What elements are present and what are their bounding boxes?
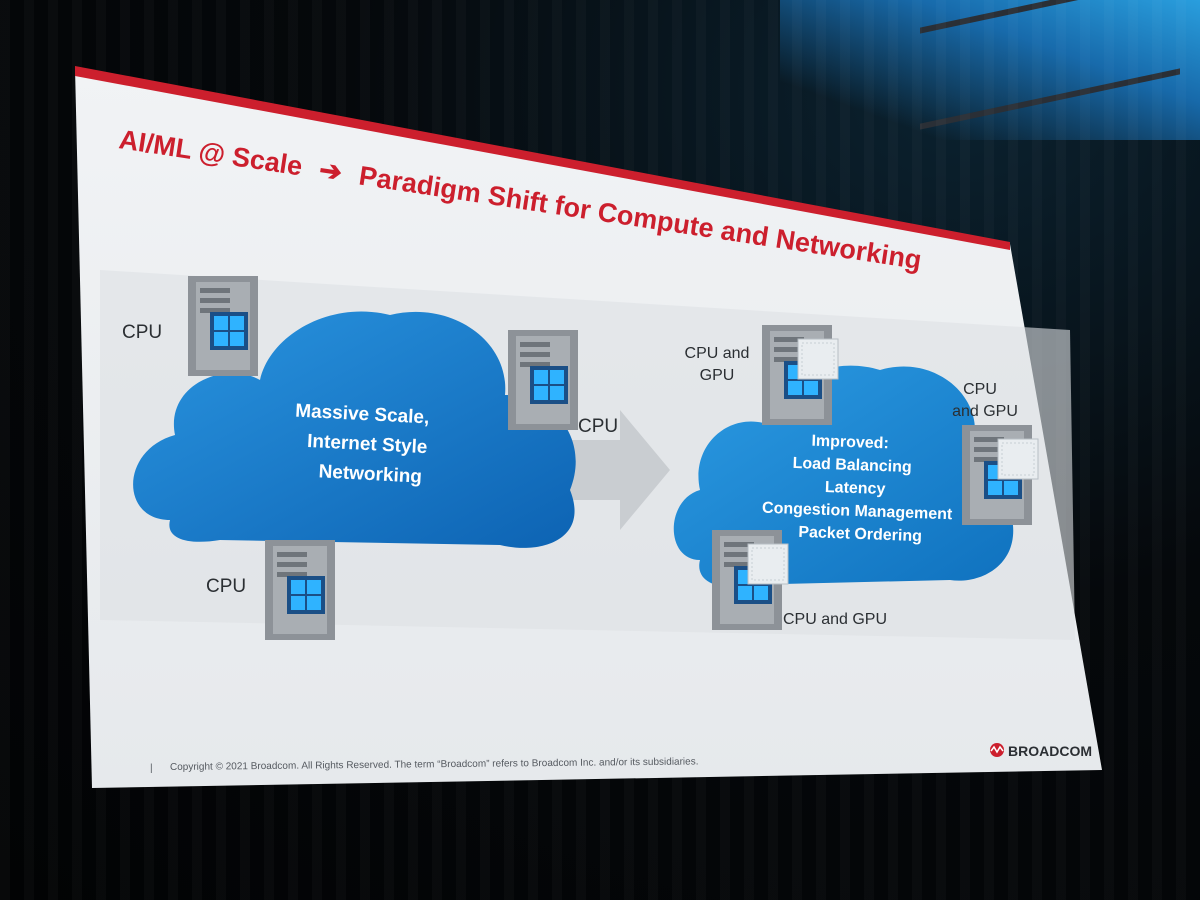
cpu-gpu-server-icon bbox=[712, 530, 788, 630]
cpu-gpu-server-icon bbox=[762, 325, 838, 425]
label-cpu-gpu-right-2: and GPU bbox=[952, 403, 1018, 420]
cpu-server-icon bbox=[508, 330, 578, 430]
cpu-gpu-server-icon bbox=[962, 425, 1038, 525]
label-cpu-top-left: CPU bbox=[122, 322, 162, 343]
label-cpu-gpu-top-1: CPU and bbox=[685, 345, 750, 362]
broadcom-logo-text: BROADCOM bbox=[1008, 743, 1092, 759]
footer-separator: | bbox=[150, 763, 153, 774]
slide-top-bar bbox=[75, 66, 1010, 250]
cpu-server-icon bbox=[265, 540, 335, 640]
broadcom-logo: BROADCOM bbox=[990, 743, 1092, 759]
right-cloud-line-3: Latency bbox=[825, 479, 886, 498]
right-cloud-line-5: Packet Ordering bbox=[798, 524, 922, 545]
right-cloud-line-1: Improved: bbox=[811, 433, 889, 453]
label-cpu-gpu-top-2: GPU bbox=[700, 367, 735, 384]
title-arrow: ➔ bbox=[317, 155, 344, 188]
label-cpu-gpu-right-1: CPU bbox=[963, 381, 997, 398]
right-cloud-line-4: Congestion Management bbox=[762, 500, 953, 524]
label-cpu-gpu-bottom: CPU and GPU bbox=[783, 611, 887, 628]
label-cpu-mid: CPU bbox=[578, 416, 618, 437]
label-cpu-bottom: CPU bbox=[206, 576, 246, 597]
cpu-server-icon bbox=[188, 276, 258, 376]
left-cloud bbox=[133, 311, 576, 548]
right-cloud-line-2: Load Balancing bbox=[792, 455, 912, 476]
ceiling-lights bbox=[780, 0, 1200, 140]
